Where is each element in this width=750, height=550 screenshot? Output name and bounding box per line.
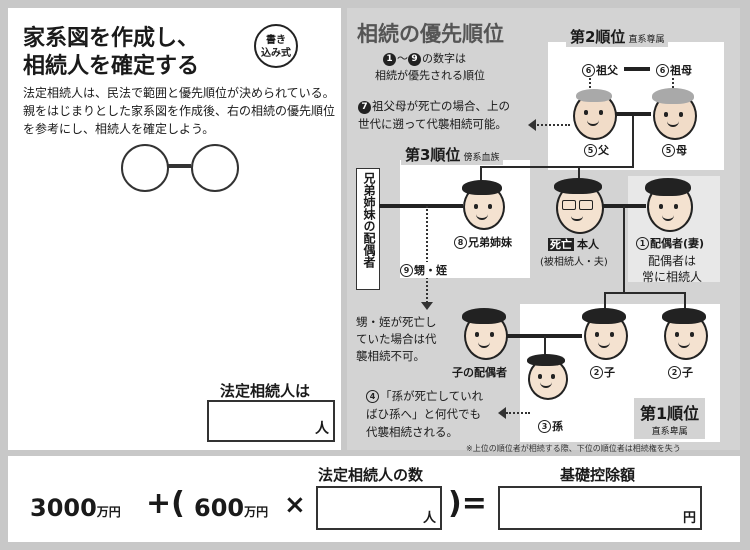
rank2-sub: 直系尊属 [628,35,665,45]
grandchild-line-v [544,336,546,358]
couple-link-line [167,164,191,168]
page-title-line2: 相続人を確定する [23,54,200,79]
deceased-tag: 死亡 [548,238,574,251]
note-line1: の数字は [422,52,466,65]
self-label: 死亡本人 [548,238,599,251]
children-bar [604,292,686,294]
child1-up-line [604,292,606,312]
grandparents-dotted-line [589,78,591,92]
count-unit: 人 [422,511,436,526]
count-label: 法定相続人の数 [318,466,424,484]
child-spouse-label: 子の配偶者 [452,366,507,379]
rank1-sub: 直系卑属 [651,427,688,437]
nephew-arrow-head [421,302,433,310]
parents-link [615,112,651,116]
rank2-tag: 第2順位直系尊属 [566,26,669,47]
sibling-spouse-label: 兄弟姉妹の配偶者 [362,172,376,268]
sibling-up-line [480,166,482,182]
close-equals: )= [448,486,487,521]
base-amount: 3000万円 [30,494,121,522]
rank1-tag: 第1順位 直系卑属 [634,398,706,439]
sibling-spouse-box [356,168,380,290]
right-title: 相続の優先順位 [357,22,504,46]
rank3-sub: 傍系血族 [463,153,500,163]
nephew-note-line1: 甥・姪が死亡し [356,315,437,329]
spouse-note-line2: 常に相続人 [642,270,703,284]
couple-circle-left [121,144,169,192]
self-up-line [578,166,580,182]
page-title-line1: 家系図を作成し、 [23,26,200,51]
grandparents-link [624,67,650,71]
badge-line2: 込み式 [261,48,291,59]
grandchild-note-line3: 代襲相続される。 [366,425,458,439]
note-num-a: 1 [383,53,396,66]
grandparent-note-line2: 世代に遡って代襲相続可能。 [358,117,507,131]
footnote: ※上位の順位者が相続する際、下位の順位者は相続権を失う [466,444,681,453]
rank2-label: 第2順位 [570,28,626,46]
couple-down-line [623,206,625,292]
grandchild-note-arrow [506,412,530,414]
heirs-label: 法定相続人は [220,382,311,400]
parents-down-line [632,116,634,166]
per-person-amount: 600万円 [194,494,269,522]
result-label: 基礎控除額 [560,466,636,484]
self-sublabel: (被相続人・夫) [540,257,608,268]
rank3-area [400,160,530,278]
plus-open: +( [146,486,185,521]
rank1-label: 第1順位 [640,404,700,423]
grandchild-note-line2: ばひ孫へ」と何代でも [366,407,481,421]
sibling-spouse-link [379,204,463,208]
nephew-dotted-line [426,206,428,306]
grandparents-dotted-line-2 [672,78,674,92]
grandparent-arrow-head [528,119,536,131]
glasses-icon [562,200,594,210]
intro-text: 法定相続人は、民法で範囲と優先順位が決められている。親をはじまりとした家系図を作… [23,86,336,136]
rank3-tag: 第3順位傍系血族 [401,144,504,165]
grandchild-arrow-head [498,407,506,419]
couple-circle-right [191,144,239,192]
spouse-note-line1: 配偶者は [648,254,697,268]
heir-count-input[interactable]: 人 [316,486,442,530]
result-unit: 円 [682,511,696,526]
heirs-count-input[interactable]: 人 [207,400,335,442]
heirs-unit: 人 [315,421,329,437]
badge-line1: 書き [266,35,286,46]
rank3-label: 第3順位 [405,146,461,164]
times-sign: × [284,490,306,520]
note-num-b: 9 [408,53,421,66]
left-panel: 家系図を作成し、 相続人を確定する 書き 込み式 法定相続人は、民法で範囲と優先… [8,8,341,450]
nephew-note-line3: 襲相続不可。 [356,349,425,363]
deduction-result-input[interactable]: 円 [498,486,702,530]
order-note-line2: 相続が優先される順位 [375,69,485,82]
write-in-badge: 書き 込み式 [254,24,298,68]
child2-up-line [684,292,686,312]
grandparent-note-arrow [534,124,570,126]
nephew-note-line2: ていた場合は代 [356,332,437,346]
siblings-bar [480,166,634,168]
grandchild-note-line1: 4「孫が死亡していれ [366,388,483,404]
